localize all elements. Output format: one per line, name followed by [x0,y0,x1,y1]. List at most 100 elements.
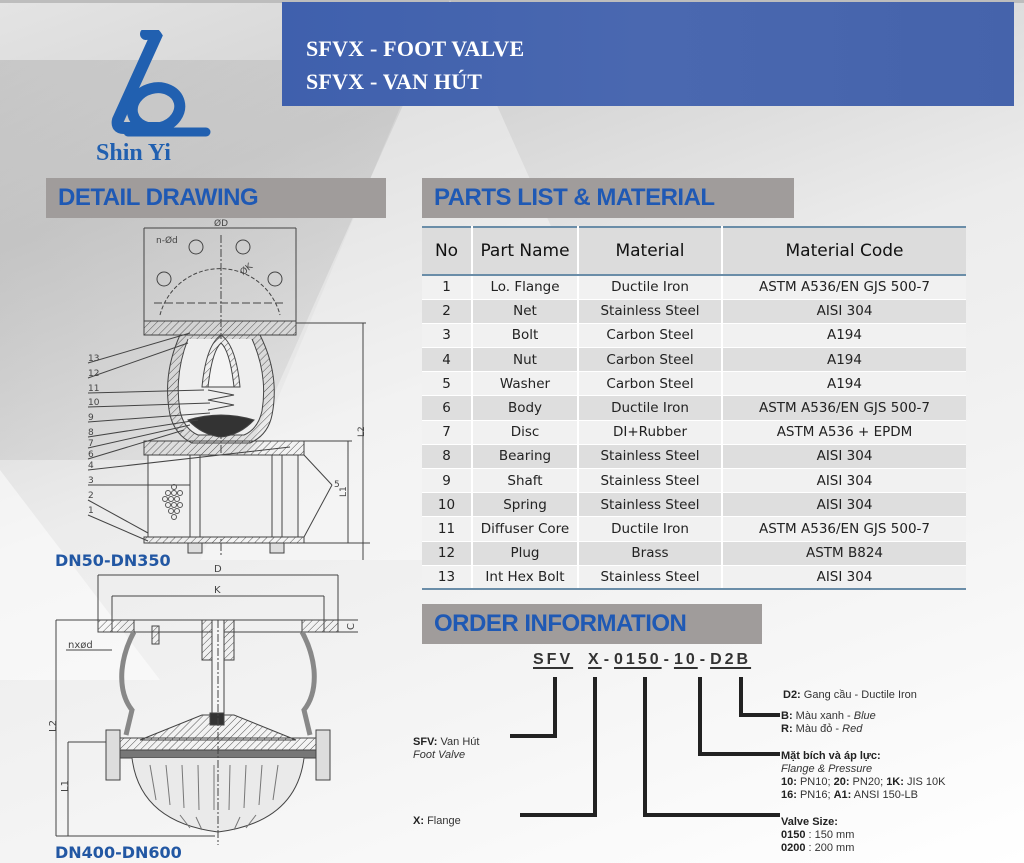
cell-no: 1 [422,275,473,300]
title-vietnamese: SFVX - VAN HÚT [306,69,483,94]
svg-text:nxød: nxød [68,640,93,651]
shin-yi-lo-logo-icon [111,30,211,137]
svg-text:C: C [346,623,357,630]
svg-text:12: 12 [88,369,99,379]
svg-text:8: 8 [88,428,94,438]
pressure-key: 20: [833,776,850,788]
svg-text:2: 2 [88,491,94,501]
cell-part-name: Nut [472,347,579,373]
cell-no: 13 [422,565,473,591]
note-d2-value: Gang cầu - Ductile Iron [803,689,917,701]
svg-text:7: 7 [88,439,94,449]
svg-text:6: 6 [88,450,94,460]
pressure-value: PN16; [796,789,834,801]
cell-material-code: AISI 304 [722,565,966,591]
cell-material: Ductile Iron [578,516,723,542]
svg-text:K: K [214,585,221,596]
cell-material: Stainless Steel [578,468,723,494]
note-x-value: Flange [427,815,461,827]
pressure-value: ANSI 150-LB [851,789,918,801]
note-d2: D2: Gang cầu - Ductile Iron [783,689,917,702]
cell-material-code: A194 [722,323,966,349]
svg-text:D: D [214,564,222,575]
order-information-title: ORDER INFORMATION [434,610,687,637]
cell-no: 5 [422,371,473,397]
size-value: : 200 mm [805,842,855,854]
note-b-en: Blue [853,710,876,722]
cell-material-code: A194 [722,371,966,397]
cell-material-code: ASTM A536/EN GJS 500-7 [722,516,966,542]
note-r-key: R: [781,723,793,735]
top-border [0,0,1024,3]
svg-text:4: 4 [88,461,94,471]
cell-material: Stainless Steel [578,565,723,591]
cell-part-name: Diffuser Core [472,516,579,542]
pressure-value: PN20; [849,776,887,788]
cell-material: Ductile Iron [578,275,723,300]
cell-part-name: Bearing [472,444,579,470]
svg-text:5: 5 [334,480,340,490]
note-flange-en: Flange & Pressure [781,763,873,775]
note-x: X: Flange [413,815,461,828]
svg-text:L1: L1 [339,486,349,497]
order-code-pressure: 10 [673,651,698,668]
cell-material-code: AISI 304 [722,492,966,518]
cell-material: Carbon Steel [578,347,723,373]
cell-material-code: ASTM A536/EN GJS 500-7 [722,275,966,300]
detail-drawing-header: DETAIL DRAWING [46,178,386,218]
note-sfv-vi: Van Hút [440,736,480,748]
note-valve-size: Valve Size: 0150 : 150 mm 0200 : 200 mm [781,816,854,855]
column-header-material: Material [578,226,723,276]
cell-material: Carbon Steel [578,323,723,349]
column-header-material-code: Material Code [722,226,966,276]
pressure-value: PN10; [796,776,834,788]
cell-material: Carbon Steel [578,371,723,397]
cell-no: 6 [422,395,473,421]
cell-part-name: Net [472,299,579,324]
parts-list-header: PARTS LIST & MATERIAL [422,178,794,218]
svg-text:10: 10 [88,398,100,408]
title-banner: SFVX - FOOT VALVE SFVX - VAN HÚT [282,2,1014,106]
cell-no: 8 [422,444,473,470]
size-key: 0150 [781,829,806,841]
cell-part-name: Plug [472,541,579,566]
cell-material-code: AISI 304 [722,299,966,324]
note-b-key: B: [781,710,793,722]
note-sfv-key: SFV: [413,736,438,748]
cell-part-name: Spring [472,492,579,518]
cell-material: Brass [578,541,723,566]
cell-material-code: AISI 304 [722,444,966,470]
note-b-vi: Màu xanh - [795,710,854,722]
cell-part-name: Bolt [472,323,579,349]
cell-no: 3 [422,323,473,349]
order-code: SFV X-0150-10-D2B [533,651,751,669]
pressure-key: A1: [833,789,852,801]
order-code-separator: - [603,651,613,668]
cell-material-code: A194 [722,347,966,373]
logo-text: Shin Yi [96,140,171,166]
note-flange-title: Mặt bích và áp lực: [781,750,881,762]
parts-table-header-row: No Part Name Material Material Code [422,226,966,276]
svg-text:3: 3 [88,476,94,486]
svg-text:9: 9 [88,413,94,423]
svg-text:L2: L2 [48,720,59,732]
order-code-material-color: D2B [710,651,752,668]
size-value: : 150 mm [805,829,855,841]
cell-no: 7 [422,420,473,445]
pressure-key: 16: [781,789,797,801]
order-code-size: 0150 [614,651,662,668]
parts-list-title: PARTS LIST & MATERIAL [434,184,715,211]
svg-text:n-Ød: n-Ød [156,235,178,246]
cell-material-code: AISI 304 [722,468,966,494]
cell-material: DI+Rubber [578,420,723,445]
